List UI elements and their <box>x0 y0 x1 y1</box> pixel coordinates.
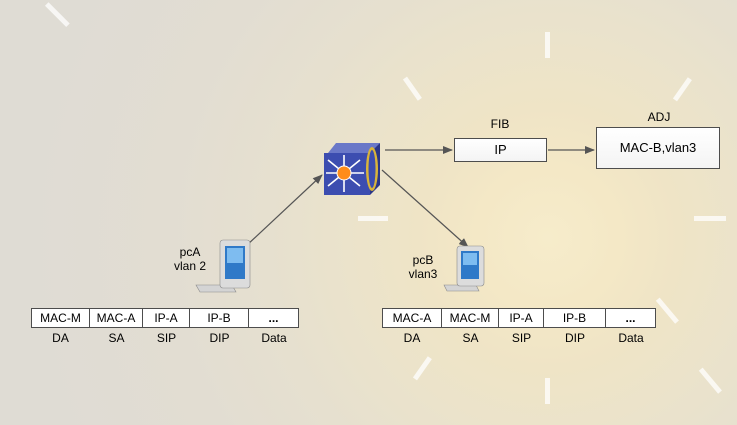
pca-vlan: vlan 2 <box>173 259 207 273</box>
frame-b-headers: DA SA SIP DIP Data <box>382 331 656 345</box>
desktop-computer-icon <box>195 239 251 293</box>
frame-a-header-dip: DIP <box>209 331 230 345</box>
fib-entry: IP <box>454 138 547 162</box>
adj-title: ADJ <box>647 110 671 124</box>
frame-a-cell-data: ... <box>248 308 299 328</box>
frame-a-cell-da: MAC-M <box>31 308 90 328</box>
frame-a-header-da: DA <box>52 331 69 345</box>
pcb-name: pcB <box>412 253 434 267</box>
frame-b-header-da: DA <box>403 331 421 345</box>
layer3-switch-icon <box>324 143 380 195</box>
frame-b-cell-sip: IP-A <box>498 308 544 328</box>
background-rays <box>44 2 726 404</box>
frame-a-headers: DA SA SIP DIP Data <box>31 331 299 345</box>
fib-title: FIB <box>490 117 510 131</box>
pca-label: pcA vlan 2 <box>160 245 220 273</box>
frame-b-cell-sa: MAC-M <box>441 308 499 328</box>
frame-b-header-dip: DIP <box>564 331 585 345</box>
frame-b: MAC-A MAC-M IP-A IP-B ... <box>382 308 656 328</box>
frame-b-header-sa: SA <box>462 331 479 345</box>
desktop-computer-icon <box>443 245 485 292</box>
adj-entry: MAC-B,vlan3 <box>596 127 720 169</box>
frame-a-cell-dip: IP-B <box>189 308 249 328</box>
frame-a-header-sip: SIP <box>156 331 177 345</box>
frame-a-header-sa: SA <box>108 331 125 345</box>
pcb-vlan: vlan3 <box>408 267 438 281</box>
arrow-pca-to-switch <box>245 174 323 247</box>
frame-b-cell-da: MAC-A <box>382 308 442 328</box>
frame-b-header-sip: SIP <box>511 331 532 345</box>
arrow-switch-to-pcb <box>381 169 469 248</box>
frame-b-cell-dip: IP-B <box>543 308 606 328</box>
frame-a-cell-sip: IP-A <box>142 308 190 328</box>
frame-a-header-data: Data <box>261 331 287 345</box>
pcb-label: pcB vlan3 <box>398 253 448 281</box>
frame-a-cell-sa: MAC-A <box>89 308 143 328</box>
pca-name: pcA <box>179 245 201 259</box>
frame-b-header-data: Data <box>618 331 644 345</box>
frame-b-cell-data: ... <box>605 308 656 328</box>
frame-a: MAC-M MAC-A IP-A IP-B ... <box>31 308 299 328</box>
